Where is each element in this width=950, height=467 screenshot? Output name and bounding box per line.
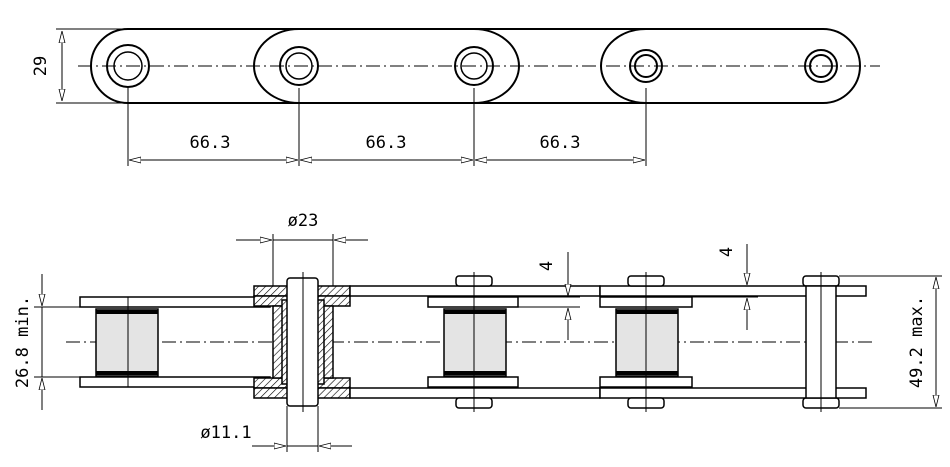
dim-pitch-3: 66.3 (540, 133, 581, 153)
dim-overall-width: 49.2 max. (907, 296, 927, 388)
end-pin (802, 272, 840, 412)
bottom-view: ø23 ø11.1 26.8 min. 49.2 max. 4 4 (13, 211, 942, 452)
roller-1 (95, 308, 159, 377)
dim-plate-thickness-1: 4 (537, 261, 557, 271)
dim-pin-diameter: ø11.1 (200, 423, 251, 443)
section-pin-bushing (253, 272, 351, 412)
dim-pitch-2: 66.3 (366, 133, 407, 153)
dim-pitch-1: 66.3 (190, 133, 231, 153)
roller-3 (615, 308, 679, 377)
top-view: 29 66.3 66.3 66.3 (31, 28, 880, 166)
dim-bushing-diameter: ø23 (288, 211, 319, 231)
dim-roller-width: 26.8 min. (13, 296, 33, 388)
dim-plate-thickness-2: 4 (717, 247, 737, 257)
dim-plate-height: 29 (31, 56, 51, 76)
roller-2 (443, 308, 507, 377)
